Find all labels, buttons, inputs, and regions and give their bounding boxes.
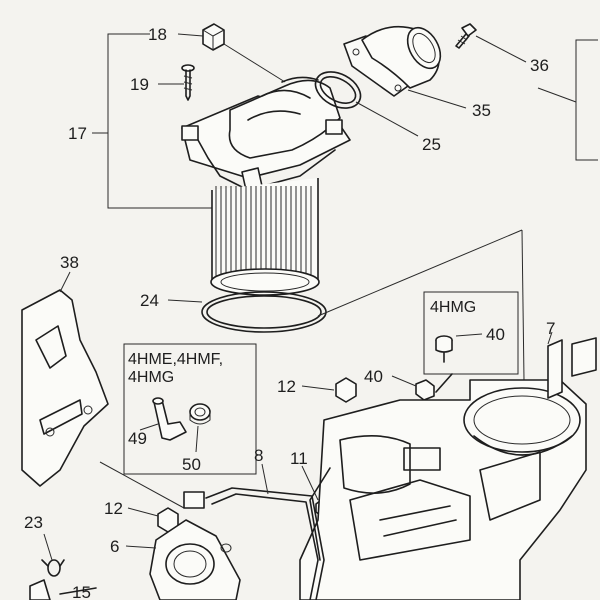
callout-36: 36	[530, 56, 549, 75]
part-23-clamp	[41, 533, 65, 577]
part-17-filter-case	[181, 76, 351, 191]
model-box-4hmg	[423, 291, 519, 393]
callout-23: 23	[24, 513, 43, 532]
assembly-bracket-17	[92, 33, 222, 209]
callout-12-lower: 12	[104, 499, 123, 518]
part-49-elbow	[139, 397, 187, 441]
filter-pleats	[215, 186, 312, 278]
callout-25: 25	[422, 135, 441, 154]
callout-19: 19	[130, 75, 149, 94]
adjacent-box-edge	[537, 39, 598, 161]
model-box-a-label: 4HMG	[430, 299, 476, 316]
callout-6: 6	[110, 537, 119, 556]
part-6-cover	[125, 491, 241, 600]
model-box-b-label-line2: 4HMG	[128, 369, 174, 386]
part-25-gasket	[314, 71, 419, 137]
box-bolt-40	[435, 333, 483, 363]
callout-18: 18	[148, 25, 167, 44]
part-12-clip-lower	[127, 507, 179, 533]
part-40-bolt	[391, 375, 435, 415]
callout-40-main: 40	[364, 367, 383, 386]
part-8-gasket	[205, 463, 325, 600]
callout-38: 38	[60, 253, 79, 272]
part-35-intake-duct	[343, 25, 467, 109]
callout-24: 24	[140, 291, 159, 310]
part-36-bolt	[455, 23, 527, 63]
part-12-clip-upper	[301, 377, 357, 403]
model-box-b-label-line1: 4HME,4HMF,	[128, 351, 223, 368]
callout-8: 8	[254, 446, 263, 465]
part-50-cap	[189, 403, 211, 453]
part-18-clip-nut	[177, 23, 286, 83]
projection-lines	[99, 229, 525, 509]
filter-element	[210, 178, 320, 296]
part-19-screw	[158, 64, 195, 101]
part-15-hose	[29, 579, 97, 600]
callout-labels: 18 19 17 36 35 25 38 24 40 7 12 40 49 50…	[24, 25, 555, 600]
callout-11: 11	[290, 449, 308, 468]
part-38-bracket	[21, 271, 109, 487]
model-box-4hme-4hmf-4hmg	[123, 343, 257, 475]
callout-7: 7	[546, 319, 555, 338]
callout-15: 15	[72, 583, 91, 600]
callout-50: 50	[182, 455, 201, 474]
part-24-o-ring	[167, 291, 327, 333]
callout-40-box: 40	[486, 325, 505, 344]
callout-17: 17	[68, 124, 87, 143]
part-7-air-box	[299, 331, 597, 600]
callout-12-upper: 12	[277, 377, 296, 396]
callout-35: 35	[472, 101, 491, 120]
callout-49: 49	[128, 429, 147, 448]
